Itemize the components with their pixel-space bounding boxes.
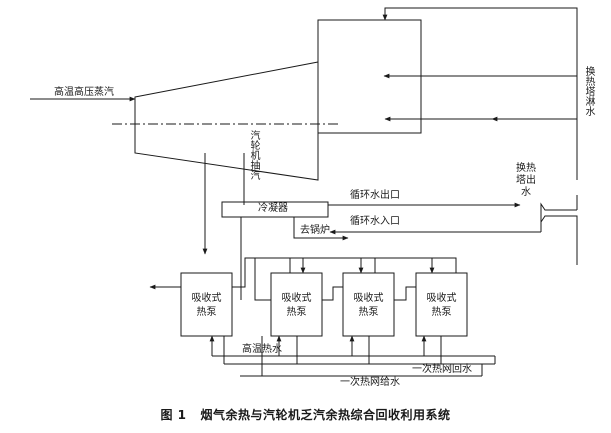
pump-top-header [232,257,457,301]
tower-outlet-water-text: 换热塔出水 [516,163,536,198]
steam-turbine [134,61,319,181]
condenser-box [221,201,329,218]
turbine-extraction-label: 汽轮机抽汽 [248,130,259,180]
to-boiler-pipe [293,217,349,241]
heat-pump-1-box [180,272,233,337]
circ-water-out-label: 循环水出口 [350,190,400,201]
bottom-pipes [209,335,496,377]
tower-outlet-water-label: 换热塔出水 [515,163,537,199]
primary-supply-label: 一次热网给水 [340,377,400,388]
tower-outlet-pipe [540,150,578,265]
circ-water-in-label: 循环水入口 [350,216,400,227]
spray-water-label: 换热塔淋水 [583,66,594,116]
heat-pump-4-label: 吸收式 热泵 [426,293,457,318]
hot-water-label: 高温热水 [242,344,282,355]
figure-caption: 图 1 烟气余热与汽轮机乏汽余热综合回收利用系统 [0,406,611,423]
to-boiler-label: 去锅炉 [300,225,330,236]
steam-in-label: 高温高压蒸汽 [54,87,114,98]
figure-title: 烟气余热与汽轮机乏汽余热综合回收利用系统 [200,408,451,422]
primary-return-label: 一次热网回水 [412,364,472,375]
heat-pump-3-label: 吸收式 热泵 [353,293,384,318]
condenser-label: 冷凝器 [258,203,288,214]
heat-pump-1-label: 吸收式 热泵 [191,293,222,318]
figure-number: 图 1 [160,408,187,422]
heat-pump-2-label: 吸收式 热泵 [281,293,312,318]
spray-water-pipe [382,7,578,150]
